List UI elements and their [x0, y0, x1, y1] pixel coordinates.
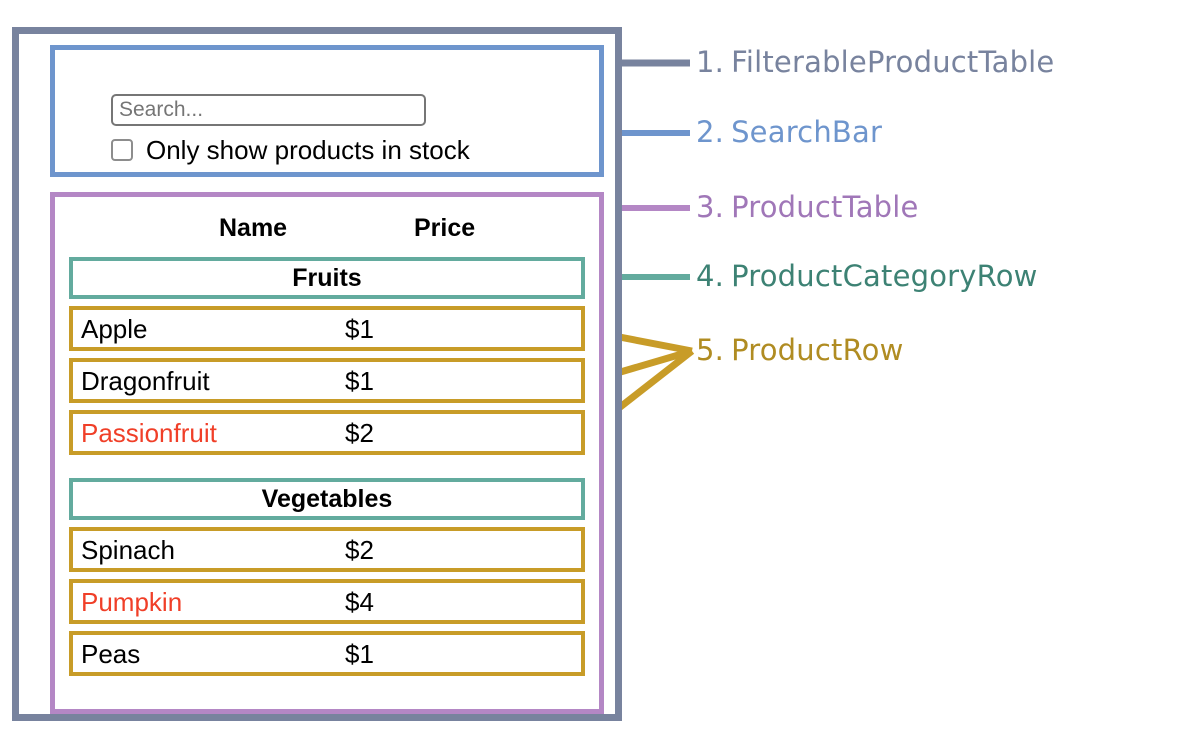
legend-number-2: 2.	[696, 115, 725, 149]
product-price: $2	[345, 534, 374, 565]
product-row: Passionfruit $2	[69, 410, 585, 455]
legend-number-3: 3.	[696, 190, 725, 224]
product-table: Name Price Fruits Apple $1 Dragonfruit $…	[50, 192, 604, 714]
category-block-fruits: Fruits Apple $1 Dragonfruit $1 Passionfr…	[69, 257, 585, 455]
search-bar: Search... Only show products in stock	[50, 45, 604, 177]
legend-label-2: SearchBar	[731, 115, 883, 149]
search-input[interactable]: Search...	[111, 94, 426, 126]
legend-label-1: FilterableProductTable	[731, 45, 1055, 79]
product-name: Spinach	[81, 534, 175, 565]
in-stock-checkbox-label: Only show products in stock	[146, 135, 470, 165]
product-row: Spinach $2	[69, 527, 585, 572]
product-name: Passionfruit	[81, 417, 217, 448]
product-row: Dragonfruit $1	[69, 358, 585, 403]
legend-label-5: ProductRow	[731, 333, 904, 367]
product-price: $1	[345, 638, 374, 669]
legend-item-5: 5.ProductRow	[696, 336, 904, 365]
product-price: $2	[345, 417, 374, 448]
product-category-label: Vegetables	[261, 484, 393, 513]
product-table-header-row: Name Price	[69, 211, 585, 253]
product-category-label: Fruits	[292, 263, 362, 292]
checkbox-icon[interactable]	[111, 139, 133, 161]
product-price: $1	[345, 313, 374, 344]
product-price: $4	[345, 586, 374, 617]
column-header-price: Price	[414, 214, 476, 242]
product-name: Peas	[81, 638, 141, 669]
legend-item-4: 4.ProductCategoryRow	[696, 262, 1038, 291]
product-row: Pumpkin $4	[69, 579, 585, 624]
legend-item-1: 1.FilterableProductTable	[696, 48, 1054, 77]
legend-label-4: ProductCategoryRow	[731, 259, 1038, 293]
product-name: Apple	[81, 313, 148, 344]
legend-number-5: 5.	[696, 333, 725, 367]
product-name: Pumpkin	[81, 586, 183, 617]
legend-number-4: 4.	[696, 259, 725, 293]
product-category-row: Vegetables	[69, 478, 585, 520]
legend-label-3: ProductTable	[731, 190, 919, 224]
in-stock-checkbox-row[interactable]: Only show products in stock	[111, 137, 470, 163]
product-row: Apple $1	[69, 306, 585, 351]
product-name: Dragonfruit	[81, 365, 210, 396]
product-category-row: Fruits	[69, 257, 585, 299]
legend-number-1: 1.	[696, 45, 725, 79]
filterable-product-table: Search... Only show products in stock Na…	[12, 27, 622, 721]
column-header-name: Name	[219, 214, 288, 242]
legend-item-3: 3.ProductTable	[696, 193, 919, 222]
legend-item-2: 2.SearchBar	[696, 118, 882, 147]
product-row: Peas $1	[69, 631, 585, 676]
product-table-inner: Name Price Fruits Apple $1 Dragonfruit $…	[69, 211, 585, 676]
category-block-vegetables: Vegetables Spinach $2 Pumpkin $4 Peas $1	[69, 478, 585, 676]
product-price: $1	[345, 365, 374, 396]
